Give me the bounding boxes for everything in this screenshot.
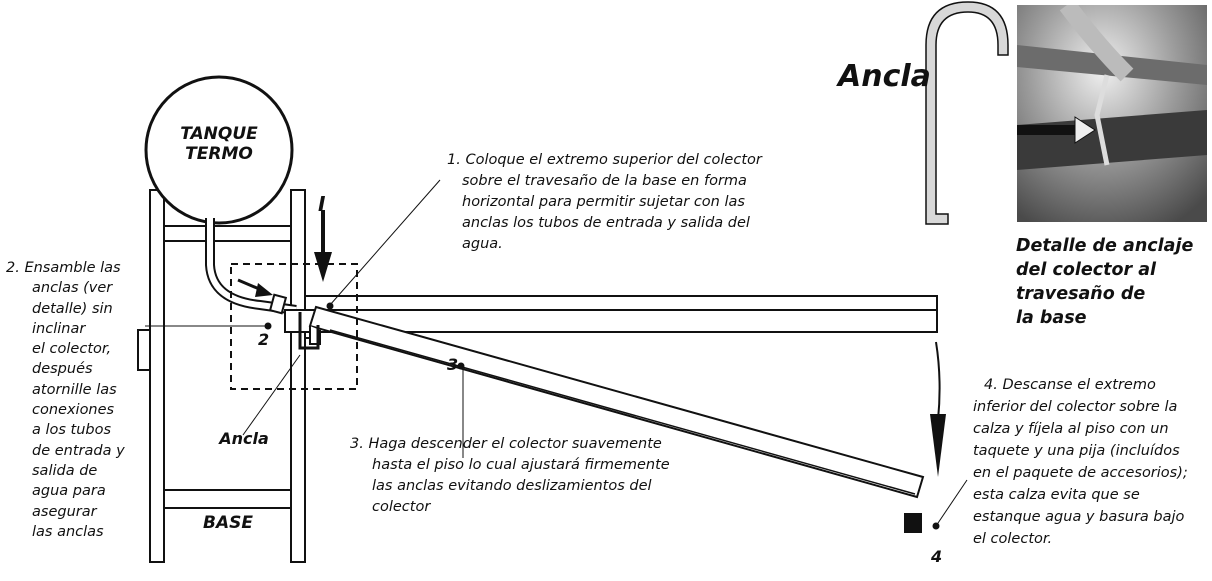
step1-text: 1. Coloque el extremo superior del colec… xyxy=(447,150,762,255)
step3-line: las anclas evitando deslizamientos del xyxy=(372,478,652,494)
step2-line: agua para xyxy=(32,483,106,500)
marker-4: 4 xyxy=(931,547,943,566)
anchor-small-label: Ancla xyxy=(219,429,269,448)
base-label: BASE xyxy=(203,513,253,533)
base-frame xyxy=(137,189,316,563)
step2-line: de entrada y xyxy=(32,442,125,459)
step2-line: asegurar xyxy=(32,503,97,520)
step2-line: 2. Ensamble las xyxy=(6,260,121,276)
tank xyxy=(144,75,294,225)
step1-line: 1. Coloque el extremo superior del colec… xyxy=(447,152,762,168)
anchor-title: Ancla xyxy=(838,59,931,94)
solar-collector xyxy=(308,305,925,499)
step2-line: después xyxy=(32,361,93,378)
step4-line: esta calza evita que se xyxy=(973,487,1140,503)
anchor-hook xyxy=(298,312,320,350)
tank-label-line2: TERMO xyxy=(185,144,253,164)
anchor-illustration xyxy=(925,1,1009,225)
step2-line: conexiones xyxy=(32,402,115,419)
marker-3: 3 xyxy=(447,355,459,374)
caption-line: del colector al xyxy=(1016,260,1157,280)
marker-1: I xyxy=(318,192,326,216)
caption-line: la base xyxy=(1016,308,1087,328)
step4-line: taquete y una pija (incluídos xyxy=(973,443,1180,459)
step2-line: el colector, xyxy=(32,341,112,358)
step4-line: calza y fíjela al piso con un xyxy=(973,421,1169,437)
step4-text: 4. Descanse el extremo inferior del cole… xyxy=(973,374,1188,550)
step4-line: el colector. xyxy=(973,531,1053,547)
step2-line: anclas (ver xyxy=(32,280,113,297)
step3-text: 3. Haga descender el colector suavemente… xyxy=(350,434,670,518)
anchor-detail-photo xyxy=(1017,5,1207,222)
step4-line: 4. Descanse el extremo xyxy=(984,377,1156,393)
step2-text: 2. Ensamble las anclas (ver detalle) sin… xyxy=(6,258,125,542)
detail-box xyxy=(230,263,358,390)
step1-line: agua. xyxy=(462,236,503,252)
step3-line: 3. Haga descender el colector suavemente xyxy=(350,436,662,452)
step2-line: inclinar xyxy=(32,320,86,337)
step4-line: en el paquete de accesorios); xyxy=(973,465,1188,481)
step3-line: colector xyxy=(372,499,431,515)
step4-line: estanque agua y basura bajo xyxy=(973,509,1185,525)
step4-line: inferior del colector sobre la xyxy=(973,399,1178,415)
caption-line: Detalle de anclaje xyxy=(1016,236,1194,256)
tank-label: TANQUE TERMO xyxy=(169,124,269,164)
marker-2: 2 xyxy=(258,330,270,349)
detail-caption: Detalle de anclaje del colector al trave… xyxy=(1016,234,1193,330)
step2-line: atornille las xyxy=(32,381,117,398)
step2-line: las anclas xyxy=(32,523,104,540)
step1-line: horizontal para permitir sujetar con las xyxy=(462,194,745,210)
step2-line: detalle) sin xyxy=(32,300,113,317)
crossbar xyxy=(284,295,938,333)
caption-line: travesaño de xyxy=(1016,284,1146,304)
step2-line: salida de xyxy=(32,462,98,479)
tank-label-line1: TANQUE xyxy=(180,124,258,144)
step1-line: sobre el travesaño de la base en forma xyxy=(462,173,747,189)
shim-block xyxy=(904,513,922,533)
step2-line: a los tubos xyxy=(32,422,112,439)
step3-line: hasta el piso lo cual ajustará firmement… xyxy=(372,457,670,473)
step1-line: anclas los tubos de entrada y salida del xyxy=(462,215,750,231)
